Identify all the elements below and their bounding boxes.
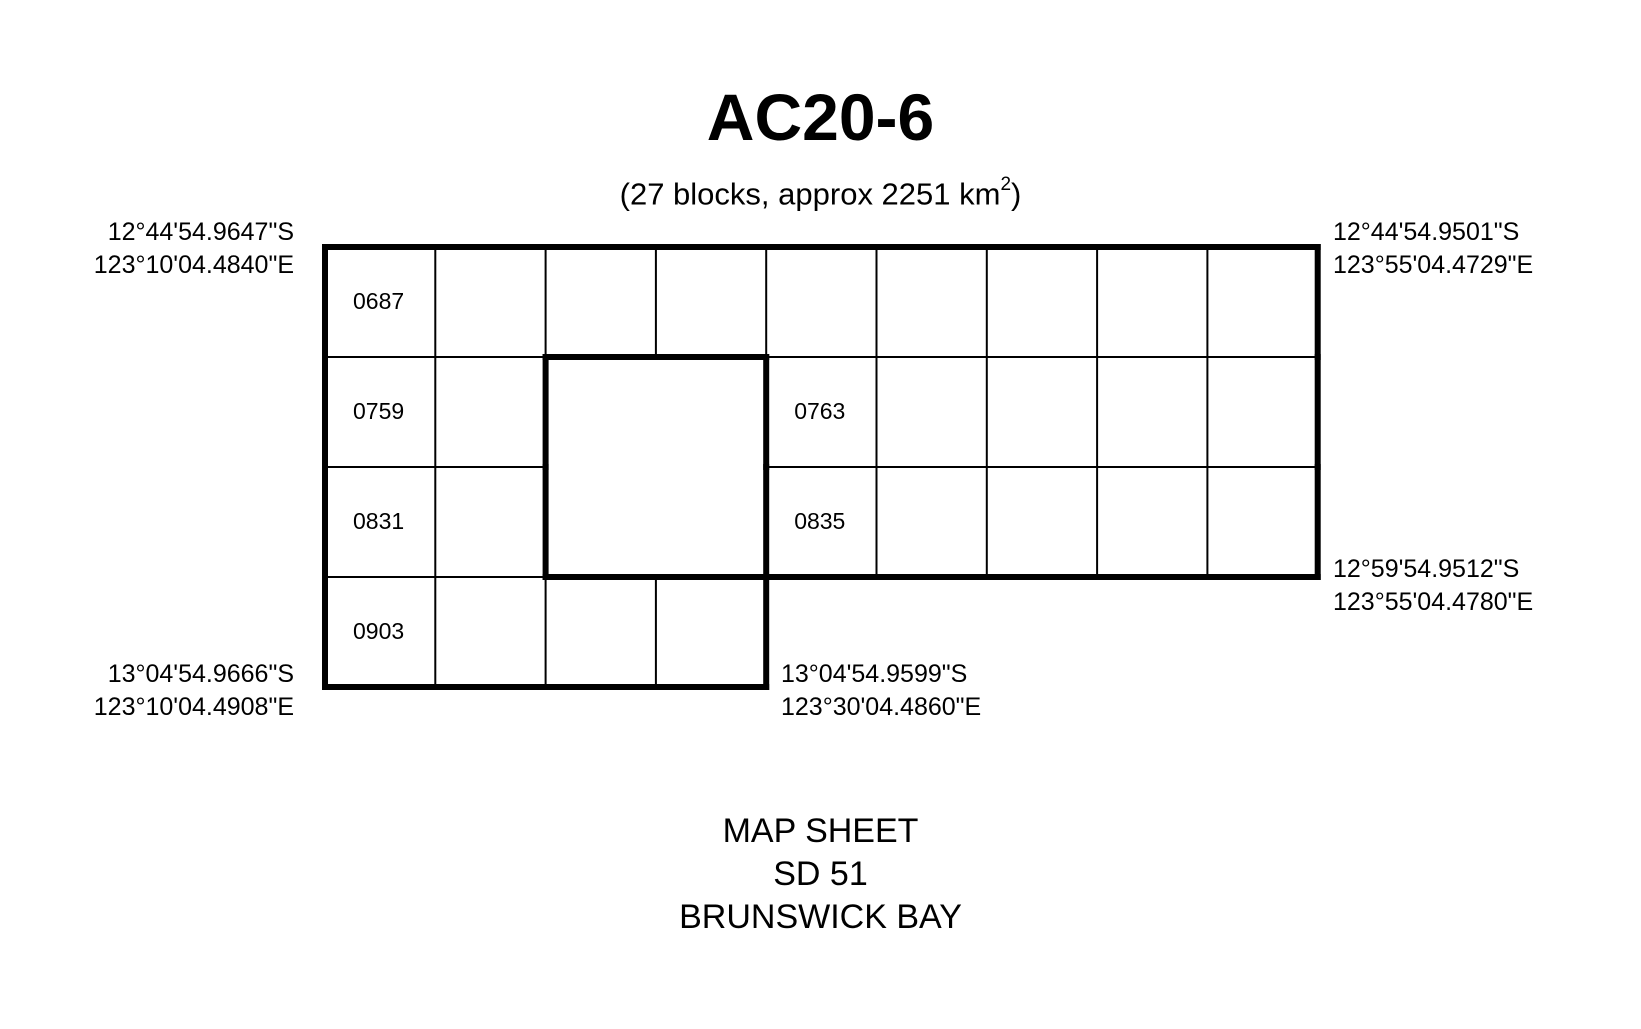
grid-block [986, 247, 1098, 357]
map-sheet-code: SD 51 [773, 855, 868, 893]
grid-block [325, 357, 436, 467]
grid-block [1097, 467, 1208, 577]
grid-block [655, 577, 767, 687]
grid-block [545, 247, 656, 357]
coord-bottom-left: 13°04'54.9666"S 123°10'04.4908"E [94, 658, 294, 724]
grid-block [435, 357, 546, 467]
coord-bottom-mid: 13°04'54.9599"S 123°30'04.4860"E [781, 658, 981, 724]
coord-mid-right: 12°59'54.9512"S 123°55'04.4780"E [1333, 553, 1533, 619]
area-subtitle: (27 blocks, approx 2251 km2) [0, 175, 1641, 212]
grid-block [766, 247, 877, 357]
grid-block [1207, 357, 1318, 467]
subtitle-superscript: 2 [1000, 174, 1012, 195]
coord-lon: 123°10'04.4908"E [93, 693, 294, 721]
grid-block [766, 357, 877, 467]
grid-block [1097, 357, 1208, 467]
grid-block [655, 247, 767, 357]
grid-block [1207, 247, 1318, 357]
grid-block [1097, 247, 1208, 357]
grid-block [325, 467, 436, 577]
coord-lat: 12°44'54.9501"S [1333, 218, 1520, 246]
map-sheet-caption: MAP SHEET SD 51 BRUNSWICK BAY [0, 810, 1641, 939]
subtitle-suffix: ) [1011, 176, 1022, 212]
area-title: AC20-6 [706, 80, 935, 154]
grid-block [325, 247, 436, 357]
map-sheet-label: MAP SHEET [722, 812, 919, 850]
block-label: 0903 [353, 618, 404, 644]
coord-lon: 123°55'04.4729"E [1333, 251, 1534, 279]
coord-lat: 12°44'54.9647"S [107, 218, 294, 246]
coord-top-right: 12°44'54.9501"S 123°55'04.4729"E [1333, 216, 1533, 282]
block-label: 0763 [794, 398, 845, 424]
grid-block [435, 247, 546, 357]
subtitle-text: (27 blocks, approx 2251 km [619, 176, 1001, 212]
grid-block [876, 247, 987, 357]
block-label: 0835 [794, 508, 845, 534]
coord-lat: 13°04'54.9599"S [781, 660, 968, 688]
grid-block [876, 467, 987, 577]
coord-lon: 123°55'04.4780"E [1333, 588, 1534, 616]
grid-block [435, 467, 546, 577]
block-label: 0687 [353, 288, 404, 314]
grid-block [986, 467, 1098, 577]
grid-block [325, 577, 436, 687]
coord-lon: 123°30'04.4860"E [781, 693, 982, 721]
grid-block [545, 577, 656, 687]
block-label: 0831 [353, 508, 404, 534]
coord-lat: 13°04'54.9666"S [107, 660, 294, 688]
map-sheet-name: BRUNSWICK BAY [679, 898, 962, 936]
grid-block [766, 467, 877, 577]
coord-lat: 12°59'54.9512"S [1333, 555, 1520, 583]
coord-top-left: 12°44'54.9647"S 123°10'04.4840"E [94, 216, 294, 282]
block-label: 0759 [353, 398, 404, 424]
grid-block [435, 577, 546, 687]
grid-block [986, 357, 1098, 467]
grid-block [876, 357, 987, 467]
coord-lon: 123°10'04.4840"E [93, 251, 294, 279]
grid-block [1207, 467, 1318, 577]
